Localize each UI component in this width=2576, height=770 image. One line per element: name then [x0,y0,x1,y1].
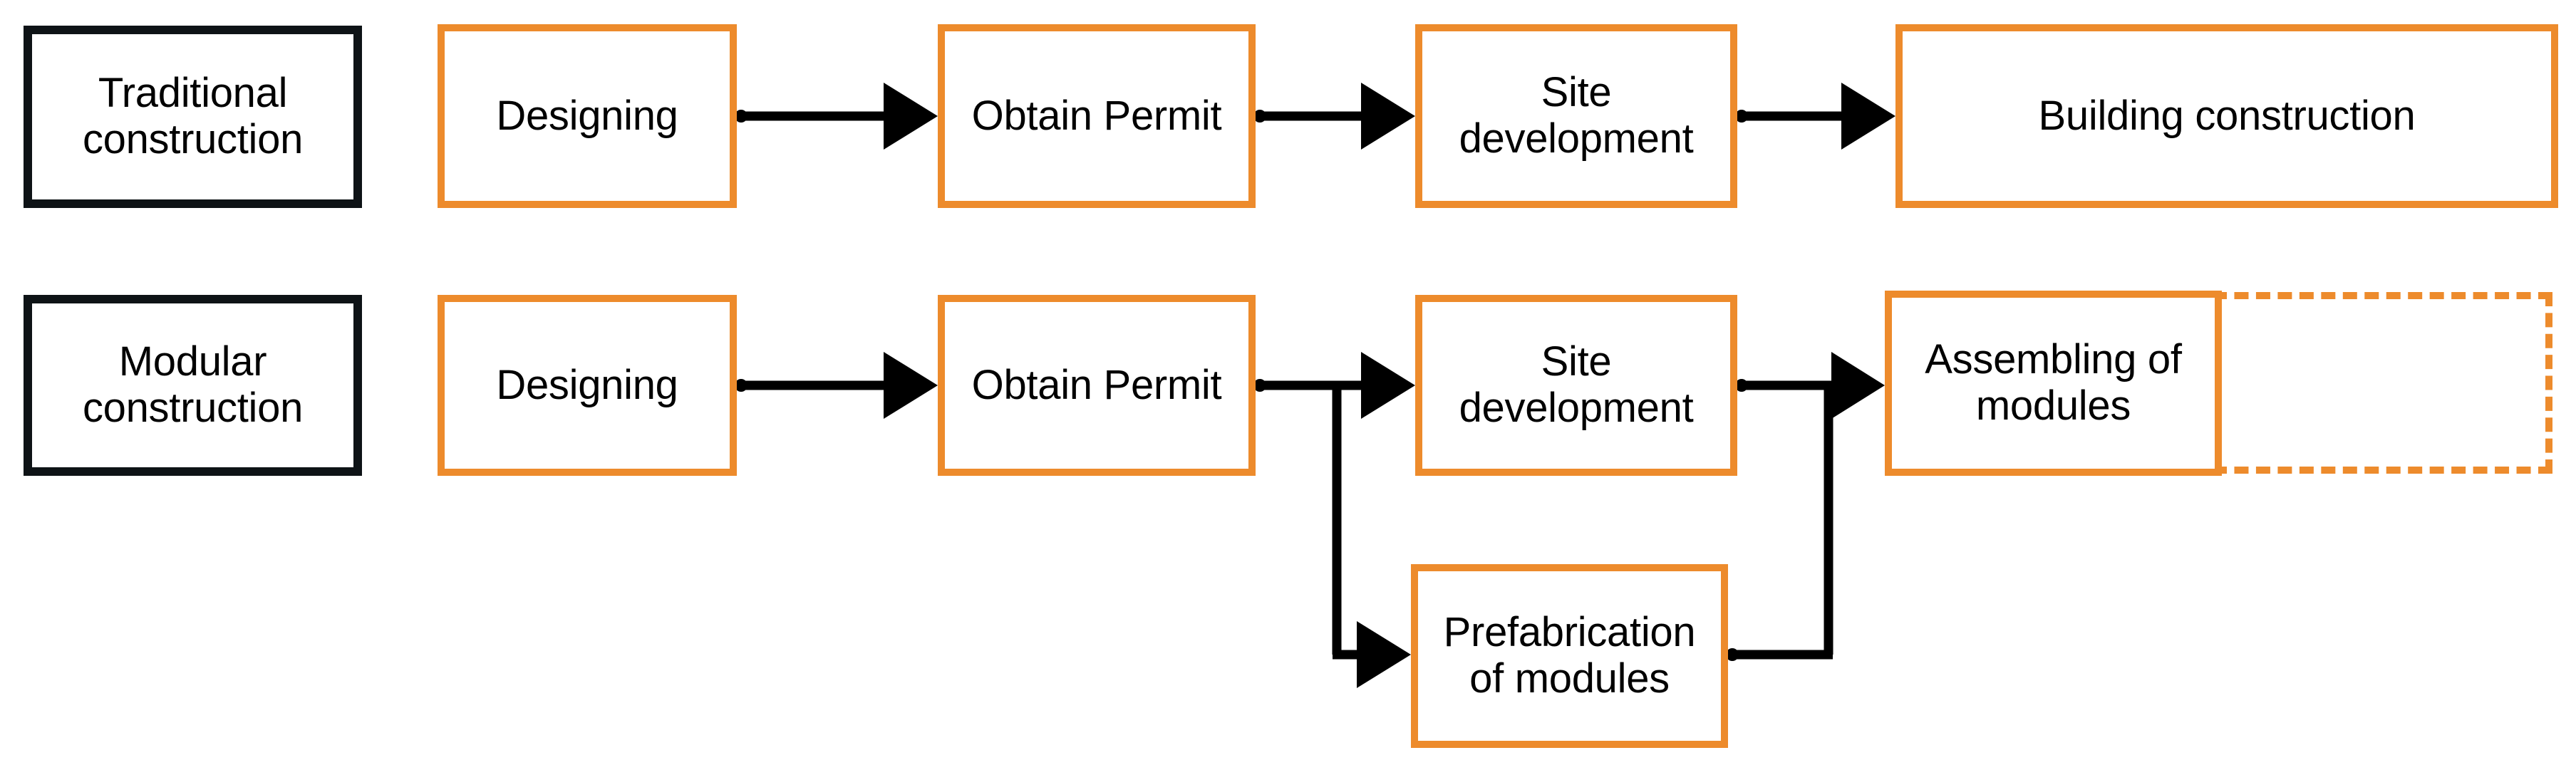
step-modular-designing-label: Designing [496,361,678,408]
step-modular-future-placeholder[interactable] [2213,292,2552,474]
category-label-traditional: Traditional construction [24,26,362,208]
step-modular-prefabrication-of-modules-label: Prefabrication of modules [1443,609,1696,702]
step-modular-prefabrication-of-modules[interactable]: Prefabrication of modules [1411,564,1728,748]
arrow-modular-merge-to-assembling [1726,352,1885,661]
arrow-traditional-designing-to-permit [735,83,938,150]
step-modular-obtain-permit-label: Obtain Permit [971,361,1222,408]
step-traditional-building-construction[interactable]: Building construction [1895,24,2558,208]
category-label-modular: Modular construction [24,295,362,476]
step-traditional-site-development[interactable]: Site development [1415,24,1737,208]
step-modular-obtain-permit[interactable]: Obtain Permit [938,295,1256,476]
step-modular-assembling-of-modules-label: Assembling of modules [1925,336,2182,429]
step-traditional-site-development-label: Site development [1459,69,1694,162]
step-traditional-obtain-permit-label: Obtain Permit [971,92,1222,139]
arrow-modular-designing-to-permit [735,352,938,419]
step-traditional-building-construction-label: Building construction [2038,92,2416,139]
category-label-modular-text: Modular construction [82,338,304,431]
step-traditional-obtain-permit[interactable]: Obtain Permit [938,24,1256,208]
category-label-traditional-text: Traditional construction [82,70,304,162]
arrow-modular-permit-branch [1253,352,1415,688]
step-traditional-designing-label: Designing [496,92,678,139]
step-modular-site-development-label: Site development [1459,338,1694,431]
step-modular-designing[interactable]: Designing [438,295,737,476]
step-modular-site-development[interactable]: Site development [1415,295,1737,476]
step-modular-assembling-of-modules[interactable]: Assembling of modules [1885,291,2222,476]
step-traditional-designing[interactable]: Designing [438,24,737,208]
arrow-traditional-site-to-building [1735,83,1895,150]
arrow-traditional-permit-to-site [1253,83,1415,150]
